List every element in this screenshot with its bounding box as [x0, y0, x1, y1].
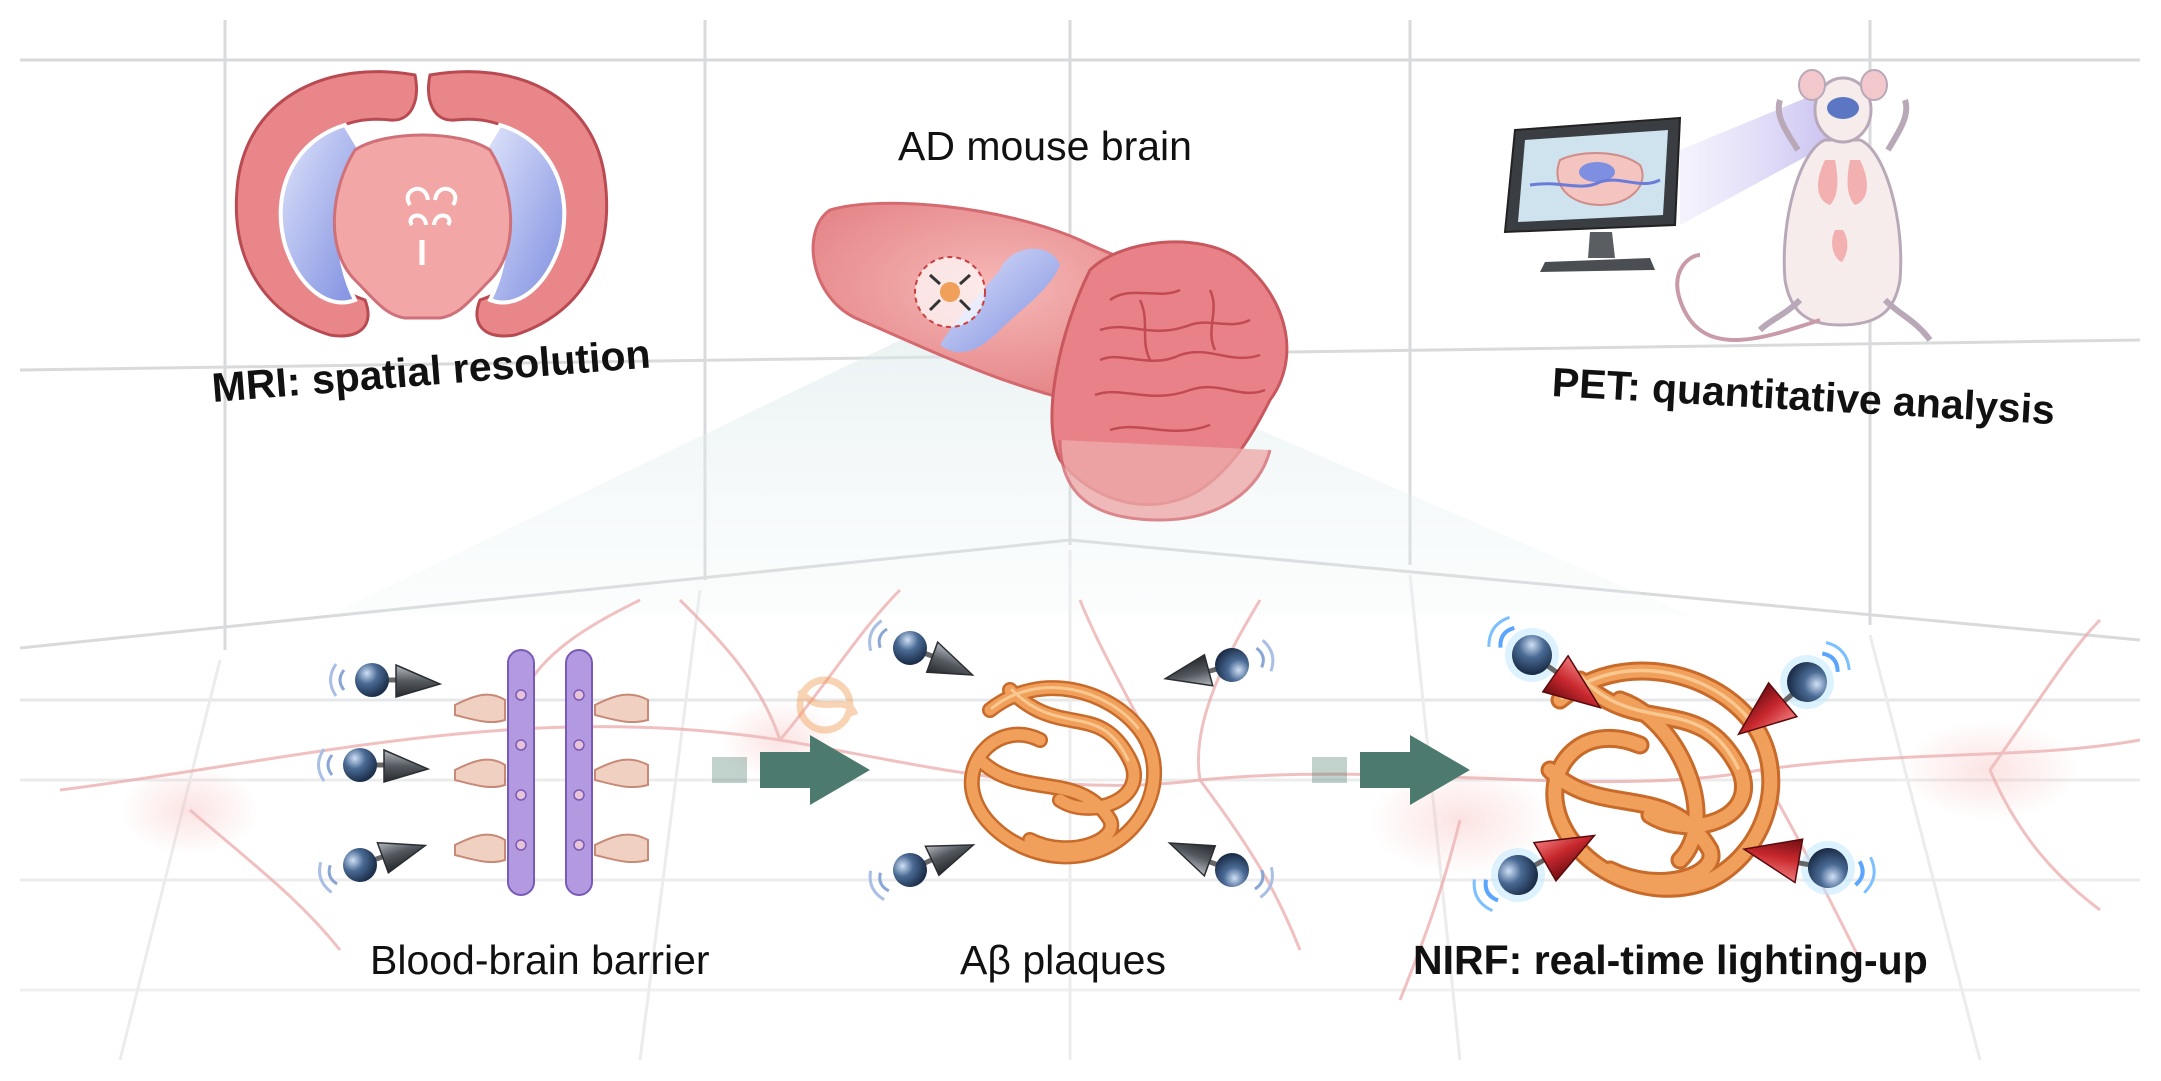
abeta-plaques-label: Aβ plaques: [960, 937, 1166, 983]
blood-brain-barrier-icon: [454, 649, 649, 896]
nirf-plaque-icon: [1540, 661, 1781, 898]
zoom-cone: [330, 340, 1690, 615]
arrow-icon: [712, 735, 1470, 805]
abeta-plaque-icon: [963, 680, 1163, 865]
pet-beam: [1680, 88, 1855, 225]
pet-monitor-icon: [1503, 88, 1855, 272]
mri-brain-section-icon: [234, 70, 609, 338]
ad-mouse-brain-label: AD mouse brain: [898, 123, 1192, 169]
faded-plaque-icon: [796, 676, 859, 734]
nirf-label: NIRF: real-time lighting-up: [1413, 937, 1928, 983]
ad-mouse-brain-icon: [811, 201, 1289, 522]
mouse-icon: [1675, 69, 1933, 342]
blood-brain-barrier-label: Blood-brain barrier: [370, 937, 710, 983]
